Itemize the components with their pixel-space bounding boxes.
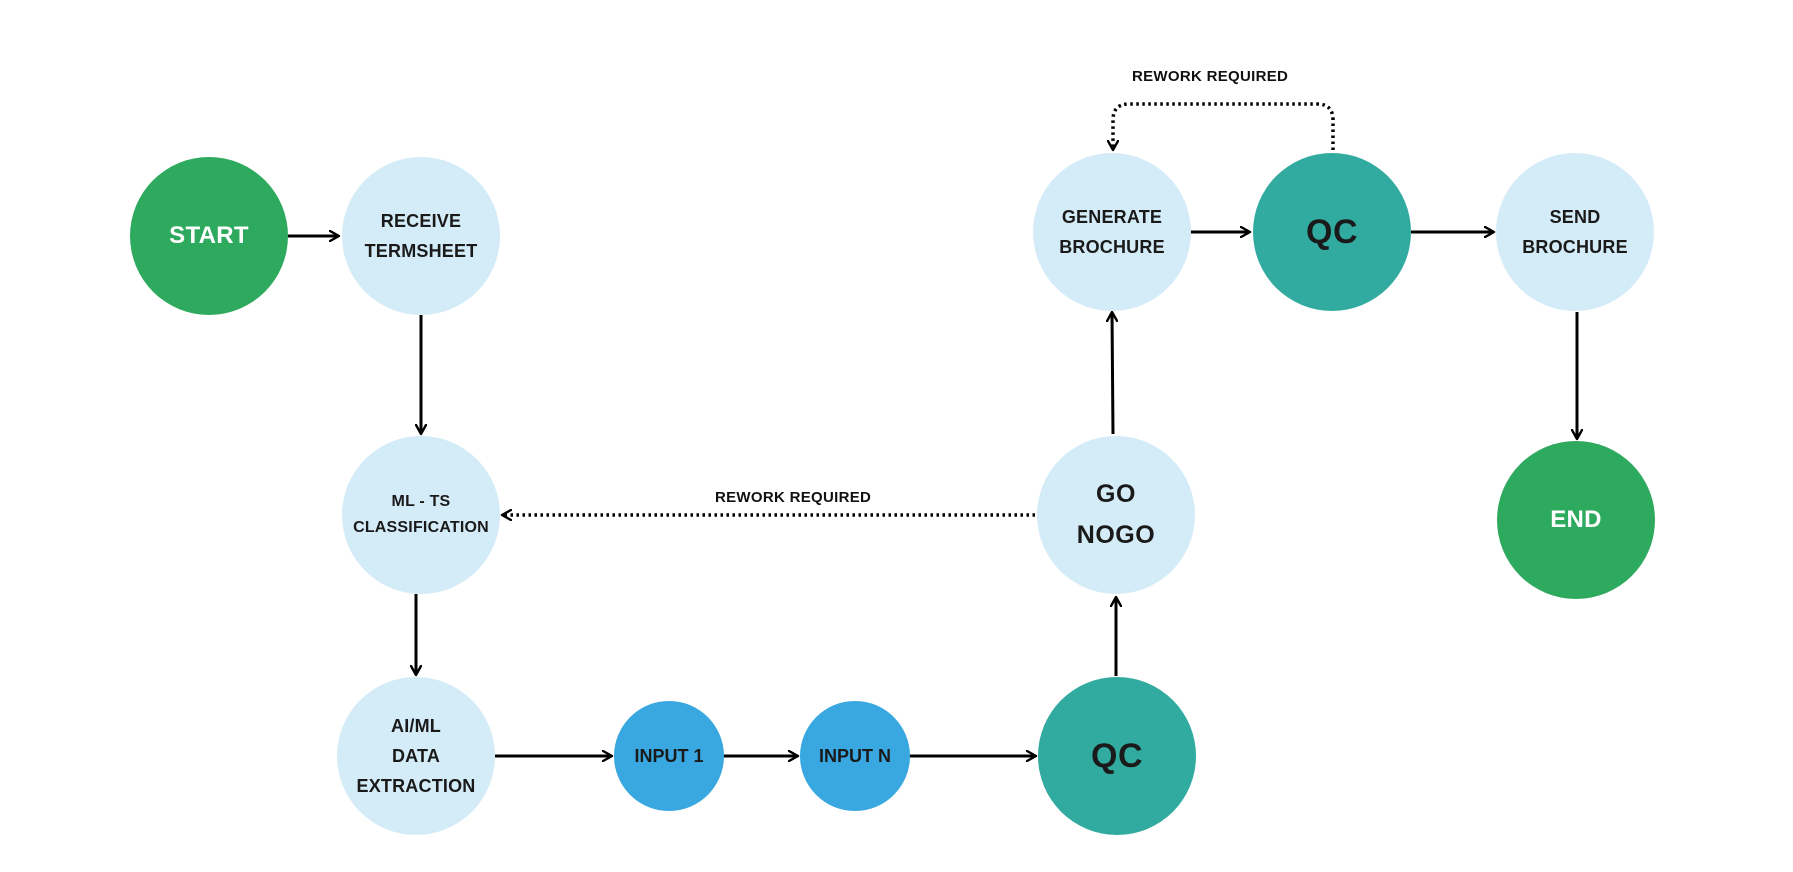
receive-termsheet-label: RECEIVE TERMSHEET	[364, 211, 478, 261]
edge-gonogo-to-generate	[1112, 312, 1113, 435]
qc-lower-label: QC	[1091, 736, 1143, 775]
ml-ts-classification-label: ML - TS CLASSIFICATION	[353, 493, 489, 536]
start-node-label: START	[169, 222, 249, 249]
rework-required-label-upper: REWORK REQUIRED	[1132, 68, 1289, 85]
send-brochure-label: SEND BROCHURE	[1522, 207, 1628, 257]
end-node[interactable]: END	[1497, 441, 1655, 599]
generate-brochure-label: GENERATE BROCHURE	[1059, 207, 1165, 257]
end-node-label: END	[1550, 506, 1602, 533]
rework-required-label-lower: REWORK REQUIRED	[715, 489, 872, 506]
go-nogo-node[interactable]: GO NOGO	[1037, 436, 1195, 594]
input-1-node[interactable]: INPUT 1	[614, 701, 724, 811]
ai-ml-data-extraction-node[interactable]: AI/ML DATA EXTRACTION	[337, 677, 495, 835]
qc-upper-node[interactable]: QC	[1253, 153, 1411, 311]
ai-ml-data-extraction-label: AI/ML DATA EXTRACTION	[356, 716, 476, 796]
qc-upper-label: QC	[1306, 212, 1358, 251]
edge-qc-rework-to-generate	[1113, 102, 1335, 150]
input-n-label: INPUT N	[819, 745, 891, 766]
input-n-node[interactable]: INPUT N	[800, 701, 910, 811]
ml-ts-classification-node[interactable]: ML - TS CLASSIFICATION	[342, 436, 500, 594]
generate-brochure-node[interactable]: GENERATE BROCHURE	[1033, 153, 1191, 311]
receive-termsheet-node[interactable]: RECEIVE TERMSHEET	[342, 157, 500, 315]
qc-lower-node[interactable]: QC	[1038, 677, 1196, 835]
start-node[interactable]: START	[130, 157, 288, 315]
input-1-label: INPUT 1	[634, 745, 704, 766]
send-brochure-node[interactable]: SEND BROCHURE	[1496, 153, 1654, 311]
go-nogo-label: GO NOGO	[1076, 480, 1156, 549]
